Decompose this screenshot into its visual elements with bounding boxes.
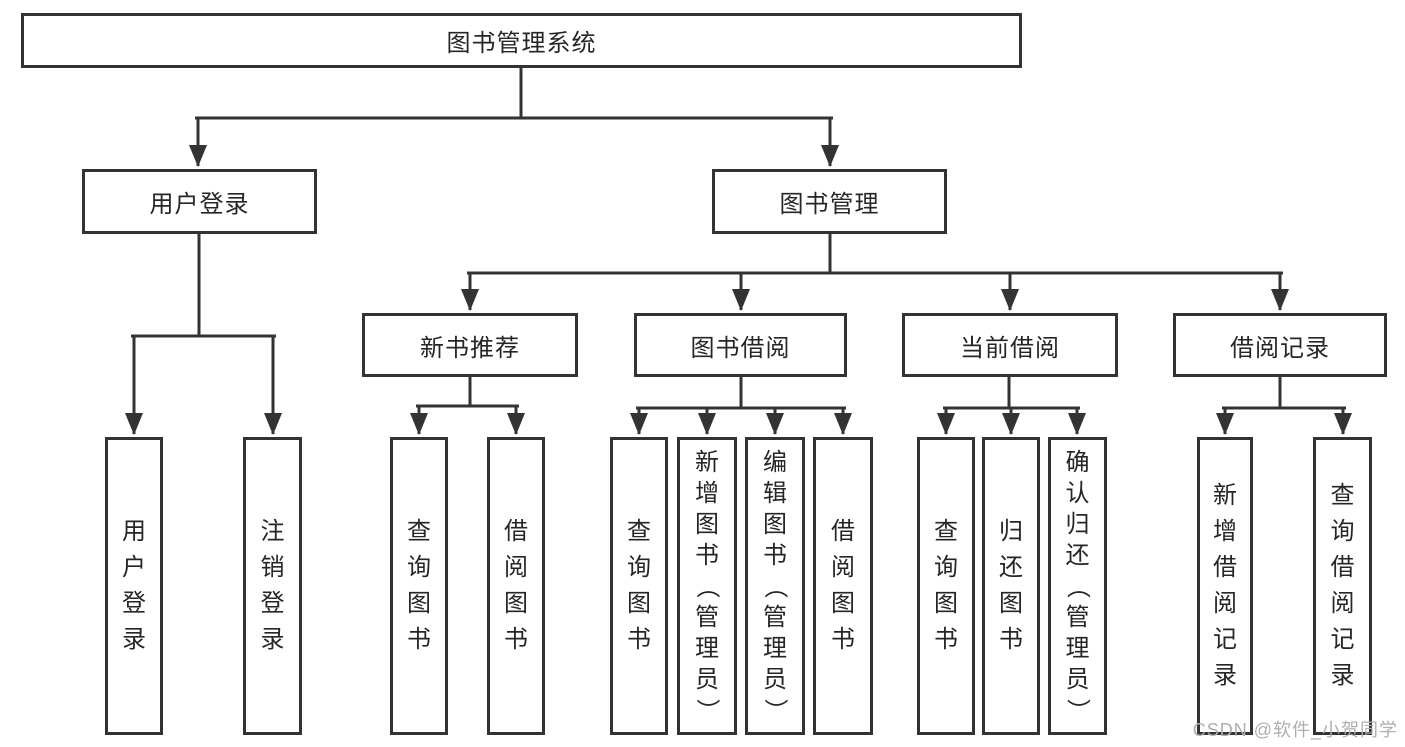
connector-current-to-leaves [937,375,1086,435]
node-current-borrow: 当前借阅 [902,313,1118,377]
node-new-book-recommend: 新书推荐 [362,313,578,377]
node-book-management: 图书管理 [712,169,947,234]
csdn-watermark: CSDN @软件_小贺同学 [1192,720,1398,740]
connector-root-to-level1 [189,66,839,167]
node-borrow-record: 借阅记录 [1173,313,1387,377]
connector-borrow-to-leaves [630,375,852,435]
node-leaf-record-add: 新增借阅记录 [1197,437,1253,735]
node-leaf-user-login: 用户登录 [105,437,163,735]
node-leaf-current-query-books: 查询图书 [917,437,975,735]
connector-userlogin-to-leaves [125,232,282,435]
node-leaf-logout: 注销登录 [243,437,302,735]
node-user-login: 用户登录 [82,169,317,234]
connector-bookmgmt-to-level2 [461,232,1289,311]
connector-recommend-to-leaves [410,375,525,435]
node-leaf-current-confirm-return-admin: 确认归还（管理员） [1048,437,1107,735]
node-leaf-recommend-borrow-books: 借阅图书 [487,437,545,735]
node-leaf-recommend-query-books: 查询图书 [390,437,448,735]
node-root-system: 图书管理系统 [21,13,1022,68]
node-leaf-record-query: 查询借阅记录 [1313,437,1372,735]
connector-record-to-leaves [1216,375,1352,435]
node-leaf-borrow-edit-books-admin: 编辑图书（管理员） [745,437,805,735]
node-leaf-borrow-query-books: 查询图书 [610,437,668,735]
node-leaf-current-return-books: 归还图书 [982,437,1040,735]
node-leaf-borrow-lend-books: 借阅图书 [813,437,873,735]
node-leaf-borrow-add-books-admin: 新增图书（管理员） [677,437,737,735]
node-book-borrow: 图书借阅 [634,313,847,377]
